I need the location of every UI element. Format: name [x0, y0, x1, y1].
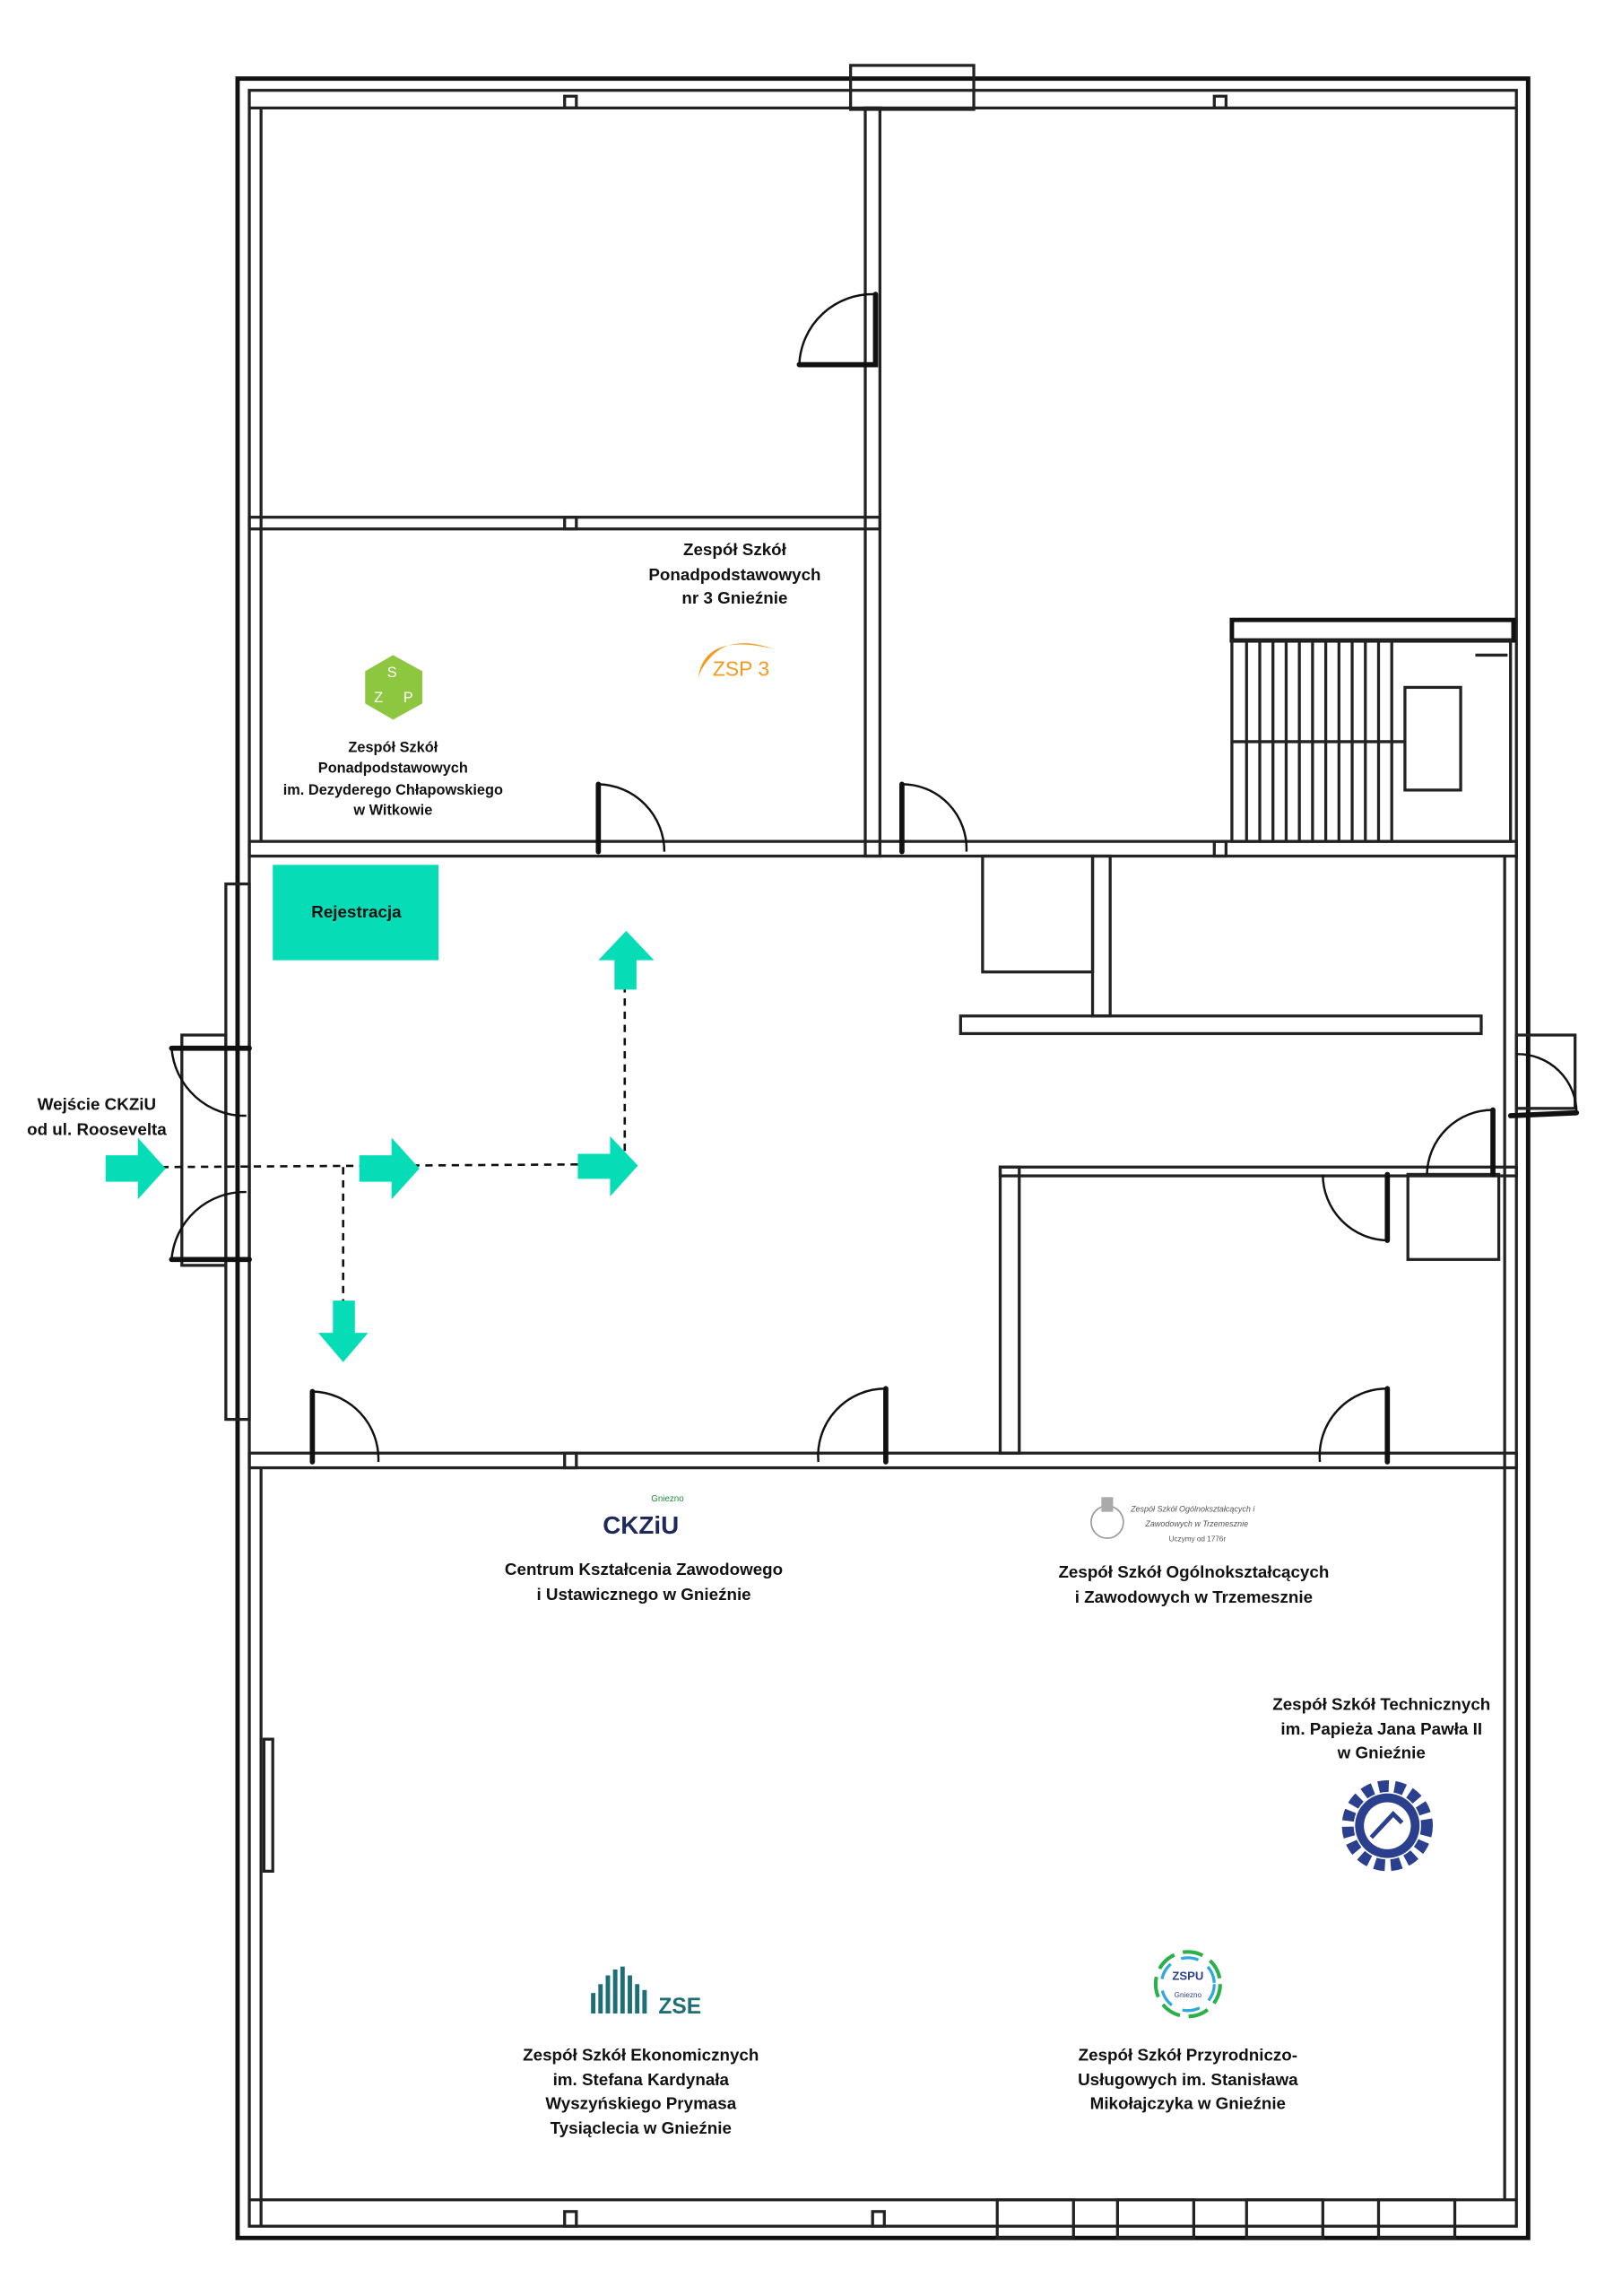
arrow-right-icon	[359, 1137, 420, 1200]
room-label: Ponadpodstawowych	[318, 760, 468, 776]
zspu-logo: ZSPU Gniezno	[1153, 1950, 1222, 2019]
entrance-line: od ul. Roosevelta	[27, 1119, 167, 1138]
staircase	[1229, 617, 1516, 843]
room-label: Tysiąclecia w Gnieźnie	[551, 2118, 732, 2137]
room-zsp3: Zespół Szkół Ponadpodstawowych nr 3 Gnie…	[648, 540, 820, 680]
room-label: Centrum Kształcenia Zawodowego	[505, 1560, 783, 1578]
interior-walls	[180, 106, 1577, 1873]
room-zspu: ZSPU Gniezno Zespół Szkół Przyrodniczo- …	[1078, 1950, 1298, 2112]
ckziu-logo-sub: Gniezno	[651, 1494, 684, 1504]
szp-logo: S Z P	[365, 655, 423, 720]
room-label: im. Papieża Jana Pawła II	[1280, 1719, 1482, 1738]
ckziu-logo-text: CKZiU	[603, 1511, 679, 1539]
room-witkowo: S Z P Zespół Szkół Ponadpodstawowych im.…	[283, 655, 503, 819]
zspu-logo-text: ZSPU	[1172, 1969, 1203, 1982]
zse-logo: ZSE	[591, 1966, 701, 2019]
room-label: Zespół Szkół Ekonomicznych	[523, 2045, 759, 2064]
room-label: Ponadpodstawowych	[648, 565, 820, 584]
registration-desk[interactable]: Rejestracja	[273, 865, 439, 961]
doors	[169, 291, 1580, 1465]
room-label: Wyszyńskiego Prymasa	[545, 2093, 736, 2112]
zsp3-logo: ZSP 3	[698, 643, 775, 680]
room-zse: ZSE Zespół Szkół Ekonomicznych im. Stefa…	[523, 1966, 759, 2137]
logo-line: Uczymy od 1776r	[1169, 1535, 1227, 1543]
szp-logo-letter: P	[403, 690, 413, 706]
arrow-down-icon	[317, 1300, 369, 1362]
room-label: Zespół Szkół Ogólnokształcących	[1058, 1562, 1329, 1581]
trzemeszno-logo: Zespół Szkół Ogólnokształcących i Zawodo…	[1090, 1497, 1255, 1543]
room-label: Usługowych im. Stanisława	[1078, 2070, 1298, 2089]
arrow-right-icon	[105, 1137, 166, 1200]
arrow-up-icon	[598, 930, 655, 990]
zse-logo-text: ZSE	[658, 1995, 701, 2019]
zspu-logo-sub: Gniezno	[1175, 1991, 1202, 1999]
room-label: w Gnieźnie	[1337, 1743, 1426, 1761]
windows	[995, 2198, 1457, 2239]
entrance-label: Wejście CKZiU od ul. Roosevelta	[27, 1094, 167, 1138]
room-label: Zespół Szkół	[348, 739, 438, 755]
ckziu-logo: Gniezno CKZiU	[603, 1494, 684, 1539]
room-label: Zespół Szkół	[683, 540, 787, 559]
entrance-line: Wejście CKZiU	[38, 1094, 156, 1113]
room-label: i Ustawicznego w Gnieźnie	[536, 1585, 750, 1604]
room-trzemeszno: Zespół Szkół Ogólnokształcących i Zawodo…	[1058, 1497, 1329, 1606]
zst-gear-logo	[1341, 1779, 1434, 1872]
room-zst: Zespół Szkół Technicznych im. Papieża Ja…	[1272, 1694, 1490, 1872]
arrow-right-icon	[577, 1135, 638, 1196]
room-label: Mikołajczyka w Gnieźnie	[1090, 2093, 1286, 2112]
registration-label: Rejestracja	[311, 902, 402, 921]
route	[105, 930, 655, 1362]
outer-walls	[235, 64, 1531, 2240]
room-label: im. Stefana Kardynała	[553, 2070, 730, 2089]
szp-logo-letter: Z	[374, 690, 383, 706]
room-label: w Witkowie	[352, 803, 432, 819]
logo-line: Zawodowych w Trzemesznie	[1144, 1519, 1248, 1528]
room-label: im. Dezyderego Chłapowskiego	[283, 782, 503, 798]
room-label: i Zawodowych w Trzemesznie	[1075, 1587, 1313, 1606]
szp-logo-letter: S	[387, 665, 397, 681]
room-label: Zespół Szkół Technicznych	[1272, 1694, 1490, 1713]
room-ckziu: Gniezno CKZiU Centrum Kształcenia Zawodo…	[505, 1494, 783, 1604]
room-label: Zespół Szkół Przyrodniczo-	[1079, 2045, 1297, 2064]
zsp3-logo-text: ZSP 3	[713, 657, 769, 680]
logo-line: Zespół Szkół Ogólnokształcących i	[1130, 1505, 1255, 1514]
room-label: nr 3 Gnieźnie	[681, 588, 787, 607]
